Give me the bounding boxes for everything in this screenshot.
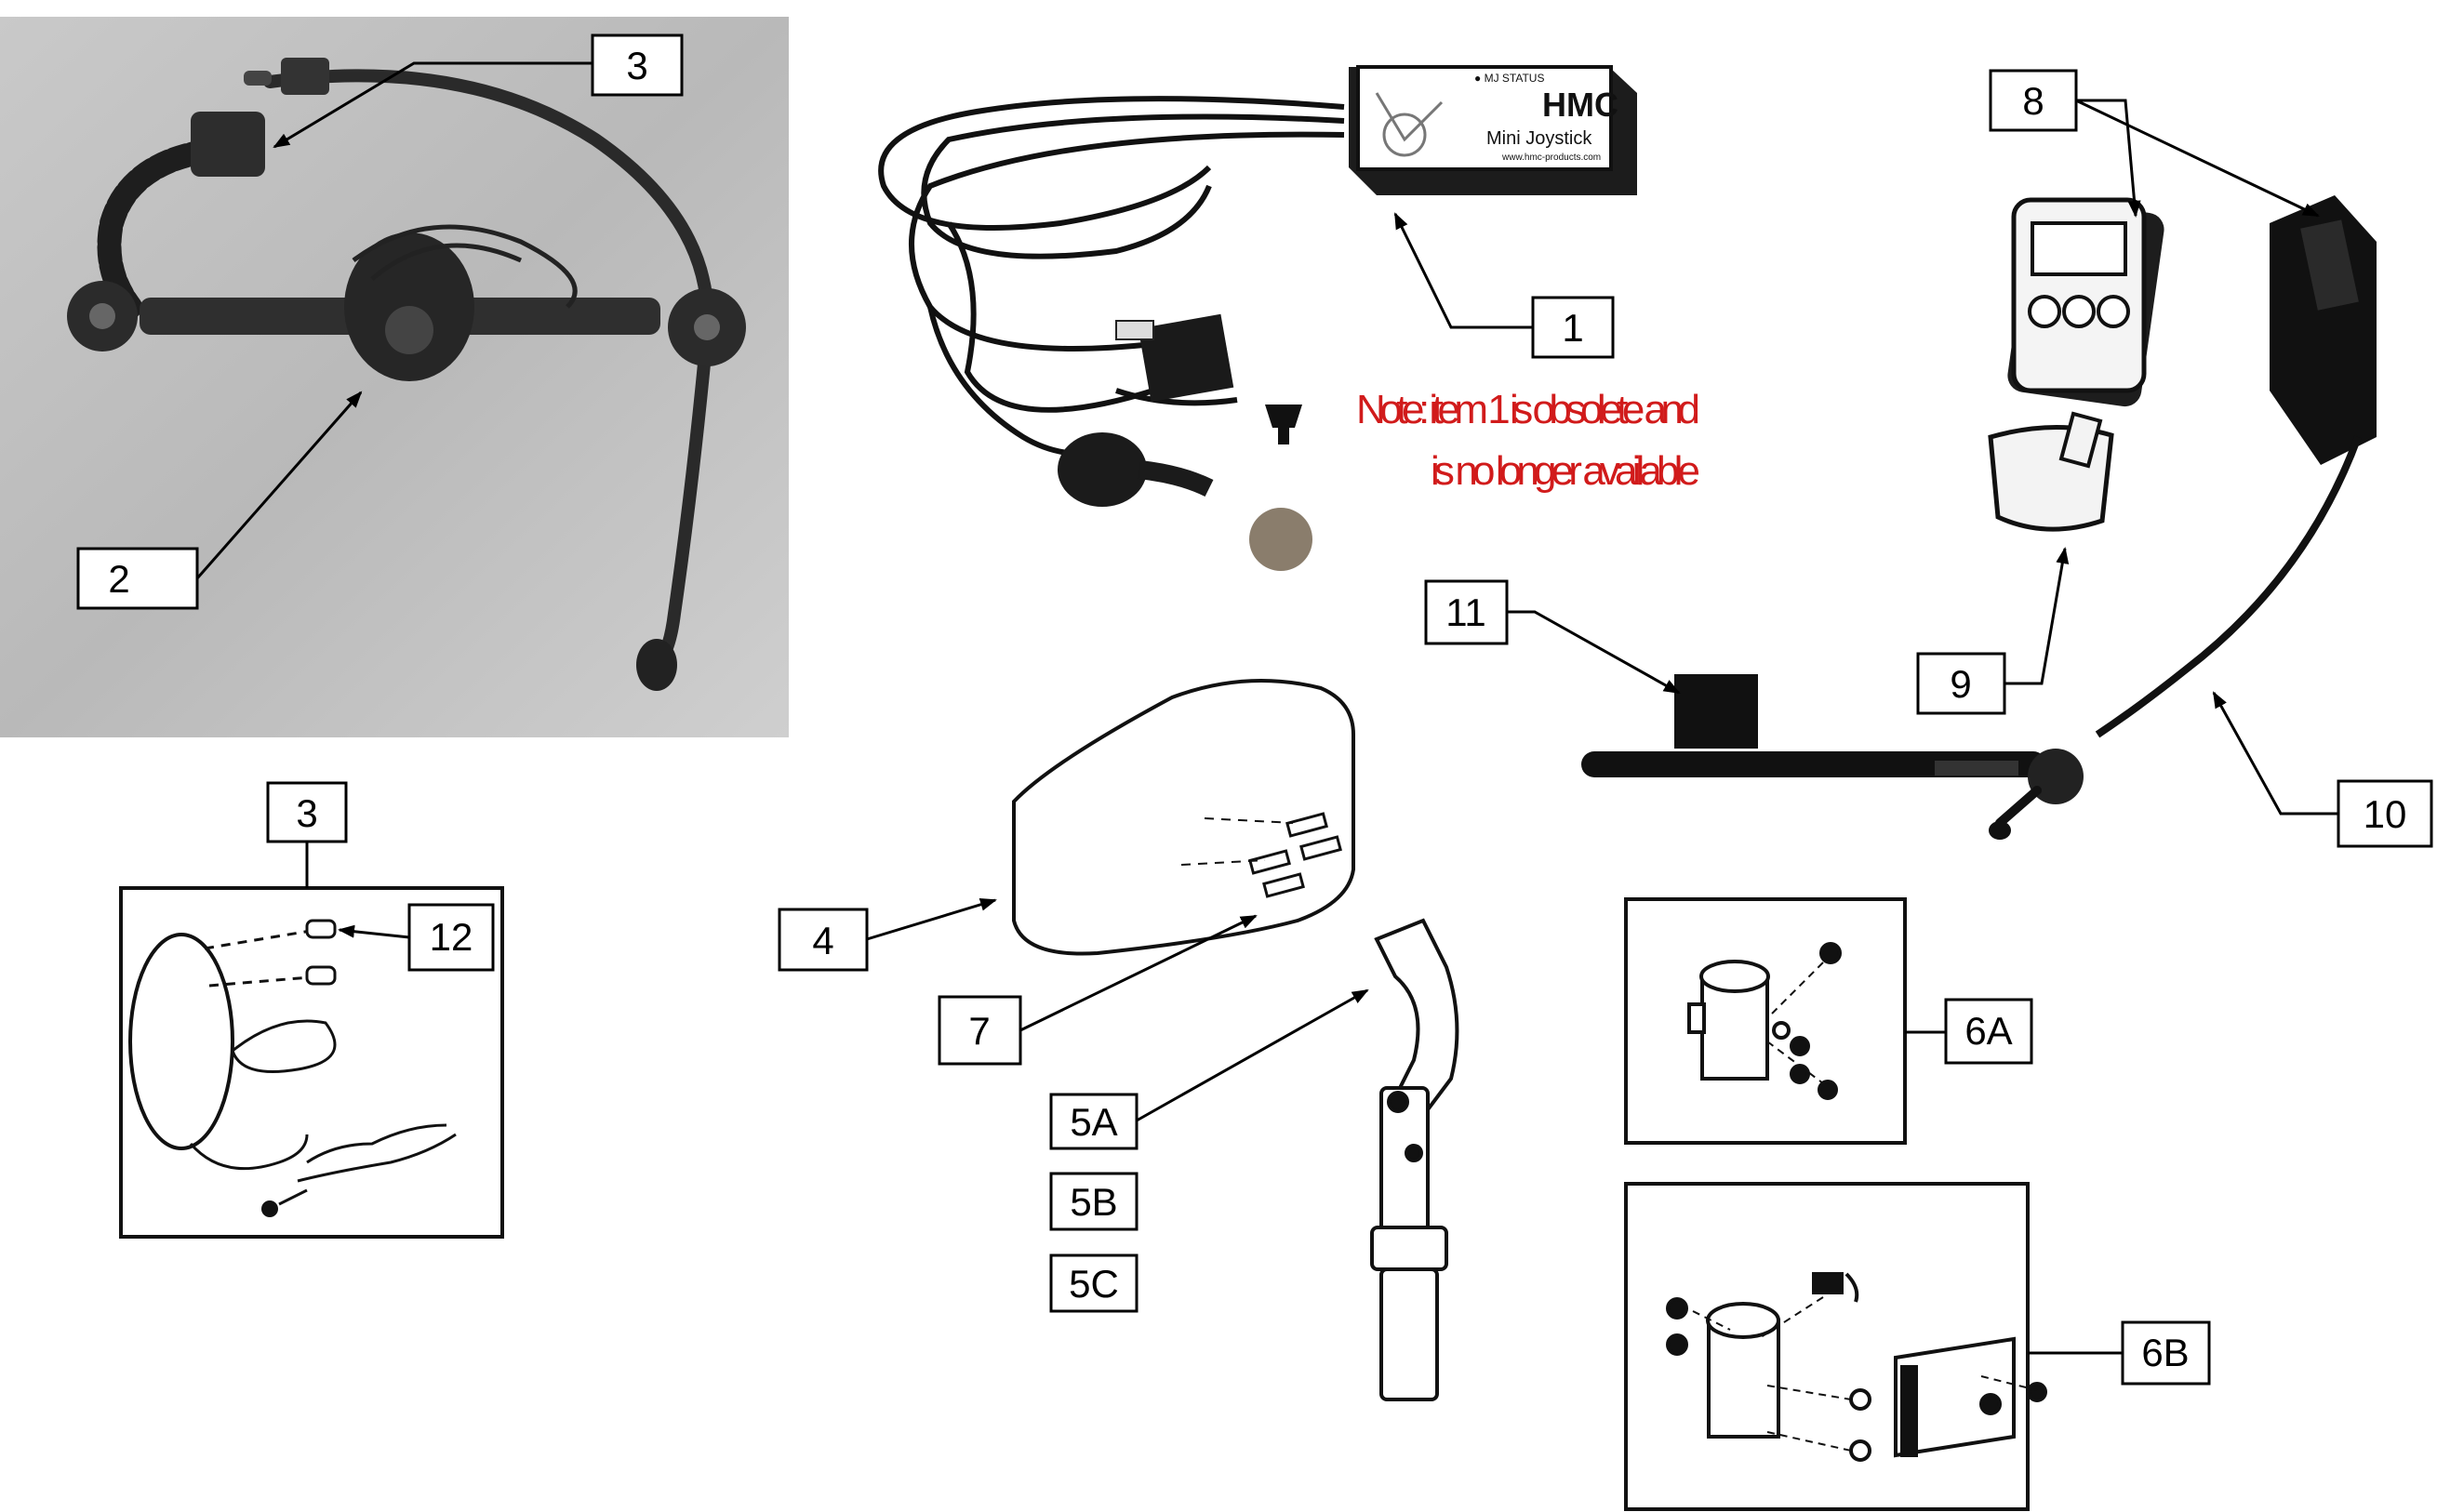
head-array-photo xyxy=(0,17,789,737)
svg-text:5A: 5A xyxy=(1070,1100,1117,1144)
brand-label: HMC xyxy=(1542,86,1618,124)
callout-6b: 6B xyxy=(2121,1320,2211,1386)
item-6a-inset xyxy=(1624,897,1907,1145)
callout-12: 12 xyxy=(407,903,495,972)
item-6b-inset xyxy=(1624,1182,2047,1511)
callout-5a: 5A xyxy=(1049,1093,1139,1150)
callout-1: 1 xyxy=(1531,296,1615,359)
note-line-2: is no longer available xyxy=(1431,448,1700,494)
svg-text:7: 7 xyxy=(968,1009,990,1053)
callout-11: 11 xyxy=(1424,579,1509,645)
callout-4: 4 xyxy=(778,908,869,972)
headrest-assembly xyxy=(1012,679,1459,1401)
callout-3-box: 3 xyxy=(266,781,348,843)
leader-lines xyxy=(195,61,2338,1355)
product-label: Mini Joystick xyxy=(1486,128,1592,149)
display-units xyxy=(1988,195,2377,738)
callout-10: 10 xyxy=(2337,779,2433,848)
callout-5b: 5B xyxy=(1049,1172,1139,1231)
svg-text:10: 10 xyxy=(2364,792,2407,836)
callout-3-top: 3 xyxy=(591,33,684,97)
svg-text:2: 2 xyxy=(108,557,129,601)
svg-text:4: 4 xyxy=(812,919,833,962)
status-label: ● MJ STATUS xyxy=(1474,72,1544,85)
callout-6a: 6A xyxy=(1944,998,2033,1065)
callout-8: 8 xyxy=(1989,69,2078,132)
svg-text:12: 12 xyxy=(430,915,473,959)
svg-text:3: 3 xyxy=(296,791,317,835)
callout-7: 7 xyxy=(938,995,1022,1066)
svg-text:8: 8 xyxy=(2022,79,2044,123)
svg-text:1: 1 xyxy=(1562,306,1583,350)
mounting-arm xyxy=(1581,674,2084,840)
svg-text:9: 9 xyxy=(1950,662,1971,706)
url-label: www.hmc-products.com xyxy=(1501,153,1601,163)
svg-text:3: 3 xyxy=(626,44,647,87)
callout-2: 2 xyxy=(76,547,199,610)
svg-text:11: 11 xyxy=(1445,590,1486,634)
svg-text:6A: 6A xyxy=(1964,1009,2012,1053)
hmc-mini-joystick: ● MJ STATUS HMC Mini Joystick www.hmc-pr… xyxy=(878,65,1637,571)
callout-9: 9 xyxy=(1916,652,2006,715)
callout-5c: 5C xyxy=(1049,1253,1139,1313)
wheelchair-logo-icon xyxy=(1375,92,1444,157)
svg-text:5C: 5C xyxy=(1069,1262,1119,1306)
svg-text:6B: 6B xyxy=(2141,1331,2189,1374)
note-line-1: Note: item 1 is obsolete and xyxy=(1356,387,1700,432)
svg-text:5B: 5B xyxy=(1070,1180,1117,1224)
obsolete-note: Note: item 1 is obsolete and is no longe… xyxy=(1356,387,1700,494)
